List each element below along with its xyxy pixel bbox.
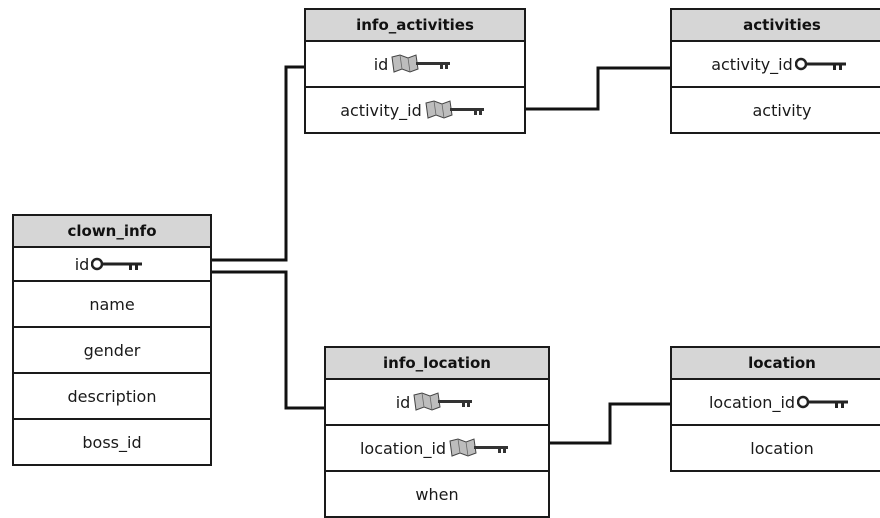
table-title: info_location xyxy=(326,348,548,380)
key-icon xyxy=(797,395,849,409)
line-clown-to-info-location xyxy=(211,270,349,413)
column-gender[interactable]: gender xyxy=(14,328,210,374)
column-activity[interactable]: activity xyxy=(752,100,812,120)
column-id[interactable]: id xyxy=(14,248,210,282)
table-info-location[interactable]: info_location id location_id when xyxy=(324,346,550,518)
column-activity-id[interactable]: activity_id xyxy=(306,88,524,132)
table-title: info_activities xyxy=(306,10,524,42)
key-icon xyxy=(794,57,846,71)
line-location-to-info-location xyxy=(530,402,672,448)
column-description[interactable]: description xyxy=(14,374,210,420)
column-when[interactable]: when xyxy=(415,484,459,504)
column-name[interactable]: name xyxy=(14,282,210,328)
column-activity-id[interactable]: activity_id xyxy=(672,42,880,88)
map-key-icon xyxy=(391,54,451,73)
map-key-icon xyxy=(425,100,484,119)
table-location[interactable]: location location_id location xyxy=(670,346,880,472)
table-title: clown_info xyxy=(14,216,210,248)
line-activities-to-info-activities xyxy=(509,66,672,114)
table-clown-info[interactable]: clown_info id name gender description bo… xyxy=(12,214,212,466)
key-icon xyxy=(91,257,143,271)
map-key-icon xyxy=(449,438,509,457)
column-id[interactable]: id xyxy=(306,42,524,88)
table-title: activities xyxy=(672,10,880,42)
map-key-icon xyxy=(413,392,473,411)
column-id[interactable]: id xyxy=(326,380,548,426)
column-location-id[interactable]: location_id xyxy=(326,426,548,472)
table-title: location xyxy=(672,348,880,380)
column-boss-id[interactable]: boss_id xyxy=(82,432,142,452)
table-info-activities[interactable]: info_activities id activity_id xyxy=(304,8,526,134)
column-location[interactable]: location xyxy=(750,438,814,458)
column-location-id[interactable]: location_id xyxy=(672,380,880,426)
table-activities[interactable]: activities activity_id activity xyxy=(670,8,880,134)
